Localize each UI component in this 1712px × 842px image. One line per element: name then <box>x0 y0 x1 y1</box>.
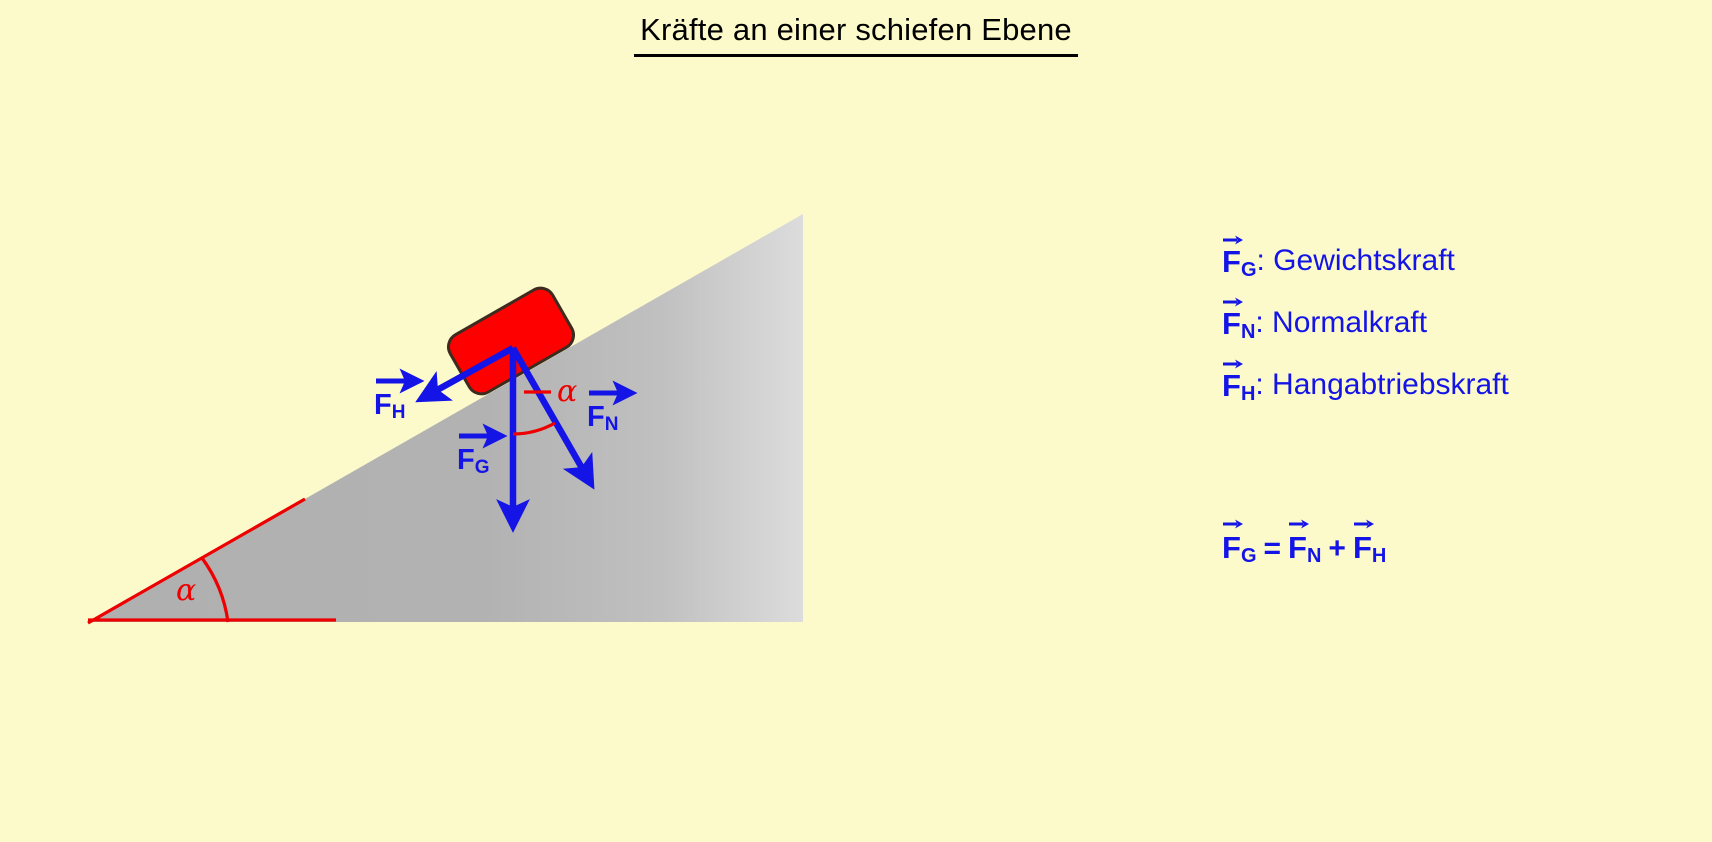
vector-symbol-fh: FH <box>374 388 405 424</box>
legend-vector-sub-fg: G <box>1240 259 1257 281</box>
legend-label-fn: : Normalkraft <box>1255 306 1428 339</box>
legend-item-fn: FN : Normalkraft <box>1222 297 1652 370</box>
vector-symbol-fh-legend: FH <box>1222 359 1256 405</box>
legend-vector-sub-fh: H <box>1240 383 1256 405</box>
equation-vector-fn: FN <box>1288 519 1322 568</box>
vector-symbol-fg-legend: FG <box>1222 235 1257 281</box>
vector-symbol-fn: FN <box>587 400 618 436</box>
vector-base-fn: F <box>587 401 605 433</box>
equation-sub-fh: H <box>1371 545 1387 567</box>
vector-base-fh: F <box>374 389 392 421</box>
page-title: Kräfte an einer schiefen Ebene <box>0 12 1712 57</box>
force-equation: FG = FN + FH <box>1222 519 1387 568</box>
legend-label-fh: : Hangabtriebskraft <box>1255 368 1509 401</box>
legend-vector-base-fh: F <box>1222 368 1241 403</box>
force-arrow-fn <box>510 346 595 490</box>
legend-vector-sub-fn: N <box>1240 321 1256 343</box>
force-label-fn: FN <box>587 400 618 436</box>
legend-item-fh: FH : Hangabtriebskraft <box>1222 359 1652 432</box>
normal-angle-arc <box>512 421 556 436</box>
equation-base-fg: F <box>1222 530 1241 565</box>
vector-base-fg: F <box>457 444 475 476</box>
vector-symbol-fg: FG <box>457 443 490 479</box>
base-angle-label: α <box>176 573 197 608</box>
equation-equals-sign: = <box>1263 532 1282 565</box>
incline-slope-edge-line <box>87 497 306 625</box>
page-title-text: Kräfte an einer schiefen Ebene <box>634 12 1078 57</box>
equation-sub-fg: G <box>1240 545 1257 567</box>
equation-vector-fh: FH <box>1352 519 1387 568</box>
equation-sub-fn: N <box>1306 545 1322 567</box>
legend-label-fg: : Gewichtskraft <box>1256 244 1455 277</box>
base-angle-arc <box>200 557 230 623</box>
vector-symbol-fn-legend: FN <box>1222 297 1256 343</box>
force-arrow-fh <box>415 345 515 403</box>
vector-sub-fh: H <box>391 402 406 423</box>
legend-item-fg: FG : Gewichtskraft <box>1222 235 1652 308</box>
force-label-fg: FG <box>457 443 490 479</box>
equation-plus-sign: + <box>1328 532 1346 565</box>
equation-vector-fg: FG <box>1222 519 1257 568</box>
vector-sub-fg: G <box>474 457 490 478</box>
equation-base-fh: F <box>1352 530 1372 565</box>
force-legend: FG : Gewichtskraft FN : Normalkraft FH <box>1222 235 1652 432</box>
force-label-fh: FH <box>374 388 405 424</box>
legend-vector-base-fn: F <box>1222 306 1241 341</box>
legend-vector-base-fg: F <box>1222 244 1241 279</box>
normal-angle-label: α <box>557 374 578 409</box>
equation-base-fn: F <box>1288 530 1307 565</box>
vector-sub-fn: N <box>604 414 619 435</box>
